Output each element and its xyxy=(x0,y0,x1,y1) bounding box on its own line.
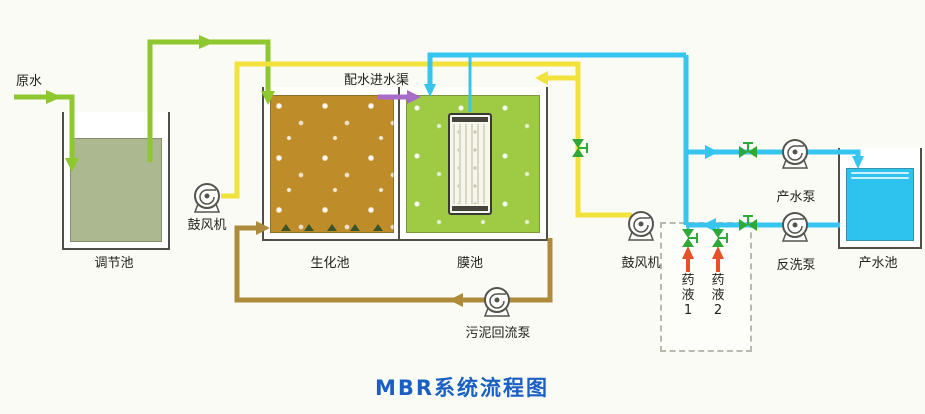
sludge-pump-label: 污泥回流泵 xyxy=(465,326,531,341)
regulating-tank-label: 调节池 xyxy=(94,256,134,271)
chemical-dosing-box xyxy=(660,222,752,352)
product-tank-water xyxy=(846,168,914,241)
air-valve-icon xyxy=(571,138,588,158)
sludge-pump-icon xyxy=(484,287,510,317)
inlet-channel-label: 配水进水渠 xyxy=(344,73,410,88)
diagram-title: MBR系统流程图 xyxy=(374,376,550,400)
blower-left-label: 鼓风机 xyxy=(187,218,227,233)
blower-right-label: 鼓风机 xyxy=(621,256,661,271)
bio-tank xyxy=(262,87,402,241)
regulating-tank xyxy=(62,112,170,250)
permeate-valve-icon xyxy=(738,142,758,159)
regulating-tank-water xyxy=(70,138,162,242)
backwash-pump-icon xyxy=(782,212,808,242)
backwash-pump-label: 反洗泵 xyxy=(776,258,816,273)
aeration-diffusers xyxy=(274,224,390,231)
bio-tank-water xyxy=(270,95,394,233)
module-bottom-manifold xyxy=(452,206,488,211)
module-top-manifold xyxy=(452,117,488,122)
product-tank xyxy=(838,148,922,249)
chemical-2-label: 药液2 xyxy=(711,273,725,318)
raw-water-label: 原水 xyxy=(16,74,43,89)
membrane-tank-label: 膜池 xyxy=(456,256,484,271)
product-pump-label: 产水泵 xyxy=(776,190,816,205)
product-tank-label: 产水池 xyxy=(858,256,898,271)
chemical-1-label: 药液1 xyxy=(681,273,695,318)
blower-right-icon xyxy=(628,211,654,241)
product-pump-icon xyxy=(782,139,808,169)
membrane-module xyxy=(448,113,492,215)
blower-left-icon xyxy=(194,183,220,213)
bio-tank-label: 生化池 xyxy=(310,256,350,271)
module-membrane-sheets xyxy=(453,124,487,204)
